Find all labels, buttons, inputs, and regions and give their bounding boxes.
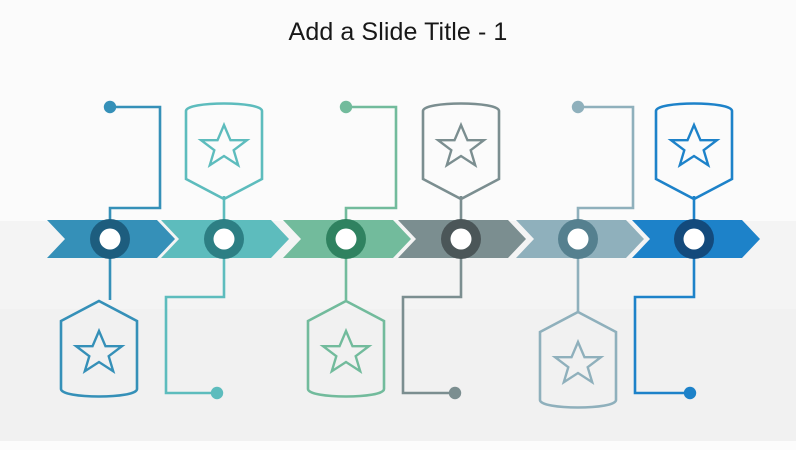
node-step-4[interactable] (441, 219, 481, 259)
badge-step-1-bottom[interactable] (59, 299, 139, 398)
badge-step-2-top[interactable] (184, 102, 264, 201)
node-step-6[interactable] (674, 219, 714, 259)
badge-step-5-bottom[interactable] (538, 310, 618, 409)
star-icon (199, 123, 249, 167)
connector-step-2 (164, 248, 226, 400)
node-step-3[interactable] (326, 219, 366, 259)
connector-step-4 (401, 248, 463, 400)
badge-step-3-bottom[interactable] (306, 299, 386, 398)
star-icon (74, 329, 124, 373)
connector-endpoint-dot-step-3 (339, 100, 353, 114)
connector-endpoint-dot-step-2 (210, 386, 224, 400)
star-icon (436, 123, 486, 167)
connector-endpoint-dot-step-1 (103, 100, 117, 114)
node-layer (90, 219, 714, 259)
node-step-1[interactable] (90, 219, 130, 259)
chevron-bar (47, 220, 760, 258)
badge-shield-shape (538, 310, 618, 409)
connector-endpoint-dot-step-4 (448, 386, 462, 400)
star-icon (321, 329, 371, 373)
connector-step-6 (633, 248, 697, 400)
badge-shield-shape (59, 299, 139, 398)
node-step-5[interactable] (558, 219, 598, 259)
star-icon (553, 340, 603, 384)
background-band-lower-mid (0, 309, 796, 441)
connector-layer (103, 100, 697, 400)
badge-shield-shape (421, 102, 501, 201)
connector-endpoint-dot-step-5 (571, 100, 585, 114)
badge-shield-shape (306, 299, 386, 398)
badge-step-6-top[interactable] (654, 102, 734, 201)
page-title: Add a Slide Title - 1 (288, 18, 508, 46)
badge-step-4-top[interactable] (421, 102, 501, 201)
badge-shield-shape (654, 102, 734, 201)
background-band-bottom (0, 441, 796, 450)
star-icon (669, 123, 719, 167)
node-step-2[interactable] (204, 219, 244, 259)
connector-endpoint-dot-step-6 (683, 386, 697, 400)
badge-shield-shape (184, 102, 264, 201)
